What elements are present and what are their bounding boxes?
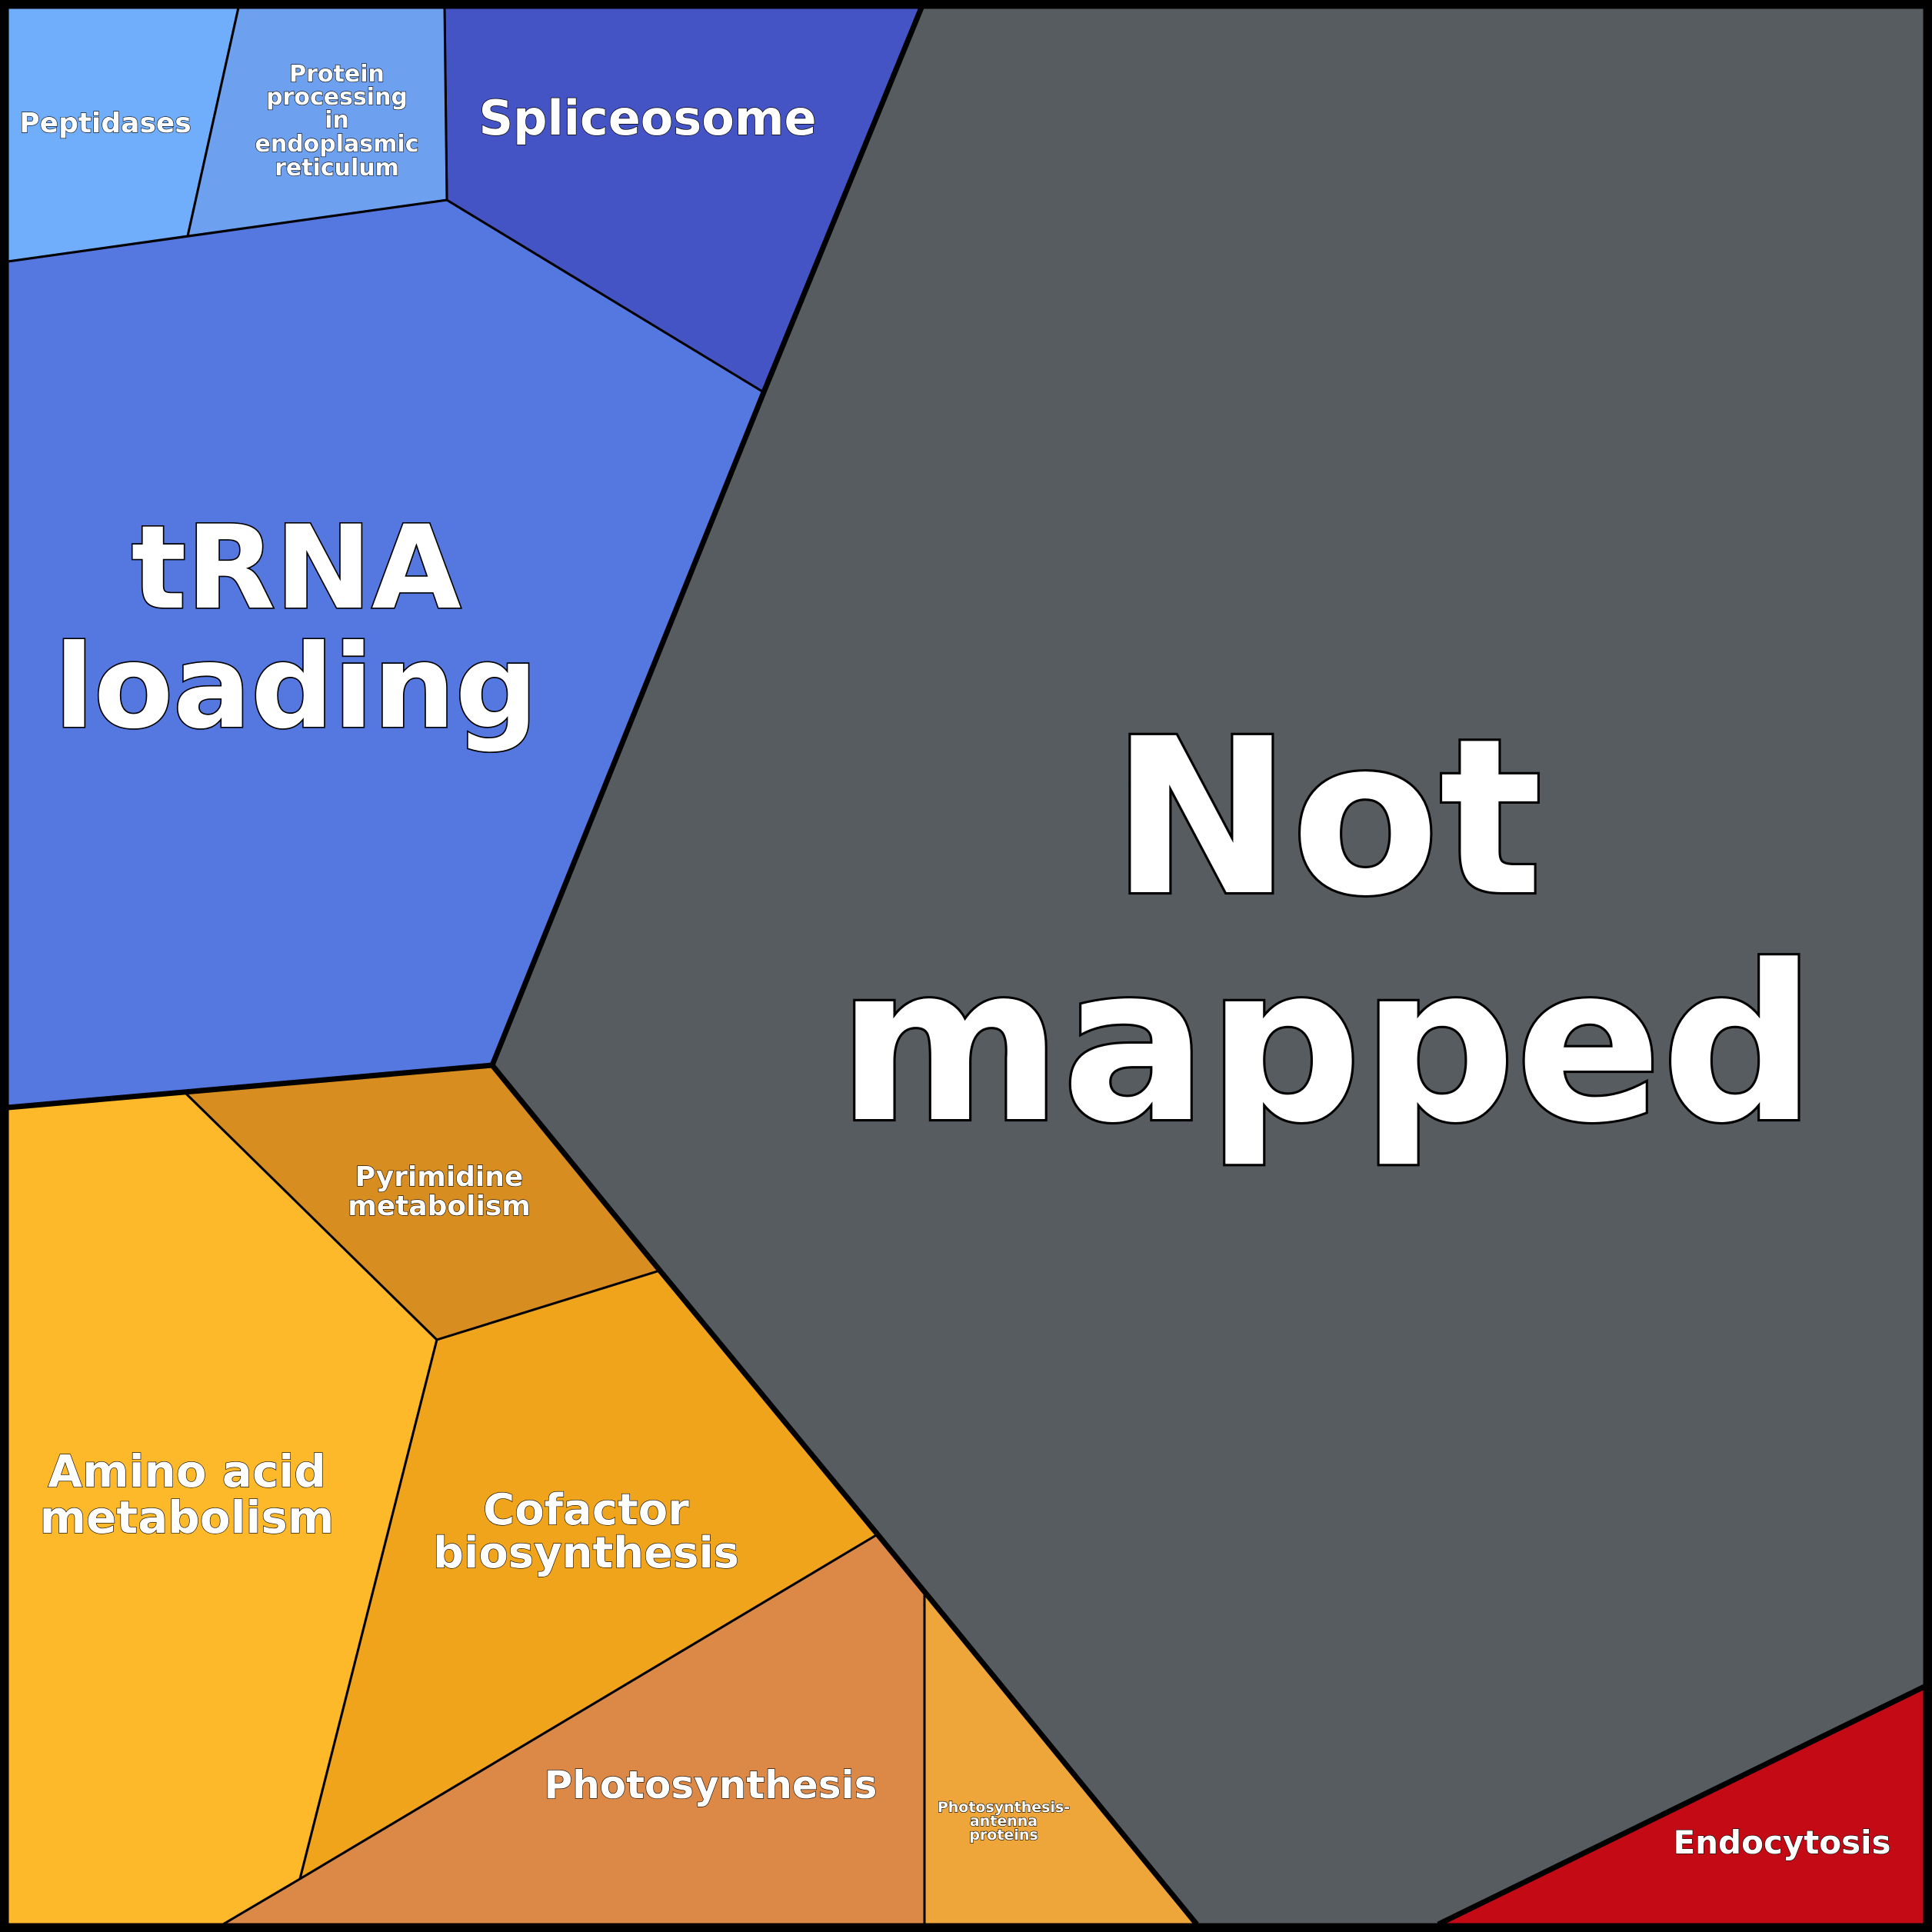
cell-label-peptidases: Peptidases — [19, 108, 191, 139]
cell-label-line: Photosynthesis — [545, 1763, 878, 1807]
cell-label-line: biosynthesis — [433, 1528, 739, 1578]
cell-label-line: Not — [1111, 693, 1543, 944]
cell-label-photosynthesis: Photosynthesis — [545, 1763, 878, 1807]
cell-label-spliceosome: Spliceosome — [478, 90, 816, 146]
cell-label-line: loading — [55, 621, 538, 754]
cell-label-line: Protein — [289, 61, 385, 88]
cell-label-line: antenna — [970, 1813, 1038, 1830]
cell-label-line: Peptidases — [19, 108, 191, 139]
cell-label-line: Cofactor — [483, 1485, 689, 1535]
cell-label-line: in — [325, 107, 349, 134]
cell-label-line: endoplasmic — [255, 131, 419, 158]
cell-label-line: tRNA — [132, 501, 461, 635]
group-boundary — [489, 6, 1199, 1927]
group-boundary — [7, 1062, 493, 1111]
cell-label-line: Photosynthesis- — [938, 1799, 1070, 1816]
group-boundary — [1437, 1684, 1926, 1927]
cell-label-line: Endocytosis — [1673, 1824, 1890, 1861]
cell-label-line: mapped — [838, 920, 1816, 1171]
cell-label-line: processing — [266, 84, 408, 111]
cell-label-line: proteins — [969, 1827, 1038, 1844]
cell-label-line: Amino acid — [48, 1445, 325, 1497]
cell-label-line: metabolism — [348, 1191, 531, 1222]
cell-label-line: Spliceosome — [478, 90, 816, 146]
cell-label-line: metabolism — [40, 1491, 335, 1544]
cell-label-endocytosis: Endocytosis — [1673, 1824, 1890, 1861]
cell-label-line: Pyrimidine — [355, 1161, 524, 1193]
cell-label-line: reticulum — [275, 155, 399, 182]
